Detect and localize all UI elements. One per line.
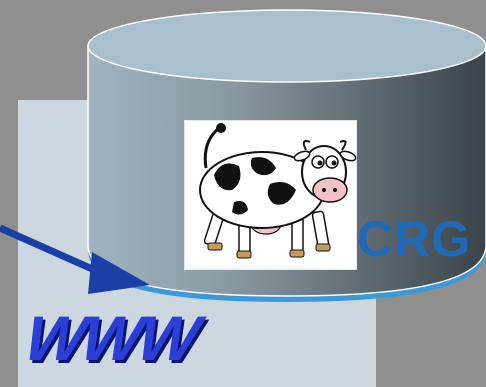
cylinder-top <box>88 10 486 82</box>
www-label: WWW <box>20 303 202 375</box>
cow-image <box>184 120 357 270</box>
cow-icon <box>184 120 357 270</box>
crg-label: CRG <box>357 210 471 268</box>
